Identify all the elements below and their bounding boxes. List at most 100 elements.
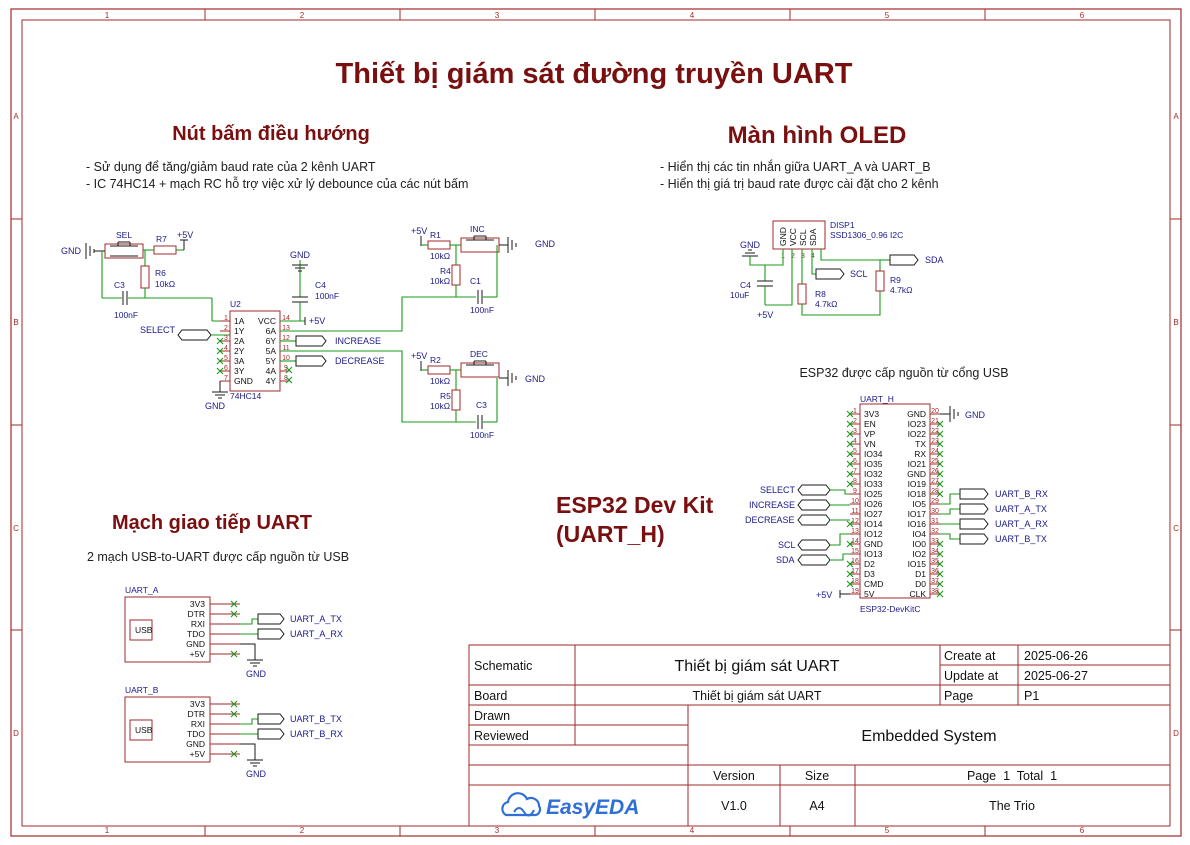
net-select-btn: SELECT	[140, 325, 176, 335]
u2-pin-name: 3A	[234, 356, 245, 366]
resistor-r8	[797, 283, 807, 305]
esp-pin-number: 5	[853, 448, 857, 455]
ruler-col-top: 5	[885, 11, 890, 20]
esp-pin-name: IO33	[864, 479, 883, 489]
net-sda-oled: SDA	[925, 255, 944, 265]
uart-pin-name: +5V	[190, 749, 206, 759]
button-circuit: GND SEL R7 +5V R6 10kΩ C3 100nF	[61, 224, 556, 440]
esp-pin-number: 32	[931, 528, 939, 535]
main-title: Thiết bị giám sát đường truyền UART	[336, 58, 853, 90]
ref-esp: UART_H	[860, 394, 894, 404]
ruler-col-bottom: 6	[1080, 826, 1085, 835]
esp-pin-number: 21	[931, 418, 939, 425]
u2-pin-name: 6A	[266, 326, 277, 336]
tb-company: Embedded System	[861, 728, 996, 745]
resistor-r7	[153, 245, 177, 255]
esp-pin-number: 20	[931, 408, 939, 415]
gnd-symbol-sel	[85, 243, 105, 259]
esp-pin-number: 33	[931, 538, 939, 545]
tb-version-value: V1.0	[721, 799, 747, 813]
ruler-row-left: A	[13, 112, 19, 121]
ref-uart-a: UART_A	[125, 585, 159, 595]
tb-board-label: Board	[474, 689, 507, 703]
u2-pin-name: VCC	[258, 316, 276, 326]
note-esp32: ESP32 được cấp nguồn từ cổng USB	[799, 366, 1008, 380]
esp-pin-name: IO15	[908, 559, 927, 569]
chip-uart-a: USB	[135, 625, 153, 635]
esp-pin-name: IO5	[912, 499, 926, 509]
disp-pin-number: 4	[811, 253, 815, 260]
net-select-esp: SELECT	[760, 485, 796, 495]
esp-pin-name: IO26	[864, 499, 883, 509]
net-decrease: DECREASE	[335, 356, 385, 366]
tb-reviewed-label: Reviewed	[474, 729, 529, 743]
esp-pin-name: IO21	[908, 459, 927, 469]
section-title-oled: Màn hình OLED	[728, 122, 907, 149]
section-title-uart: Mạch giao tiếp UART	[112, 512, 312, 534]
note-buttons-1: - Sử dụng để tăng/giảm baud rate của 2 k…	[86, 160, 376, 174]
value-r8: 4.7kΩ	[815, 299, 837, 309]
u2-pin-number: 8	[284, 375, 288, 382]
ref-inc: INC	[470, 224, 485, 234]
disp-pin-name: SDA	[808, 228, 818, 246]
tb-update-label: Update at	[944, 669, 999, 683]
esp-pin-name: D3	[864, 569, 875, 579]
esp-pin-number: 34	[931, 548, 939, 555]
value-r6: 10kΩ	[155, 279, 175, 289]
ref-disp: DISP1	[830, 220, 855, 230]
u2-pin-name: 4Y	[266, 376, 277, 386]
esp-pin-number: 28	[931, 488, 939, 495]
esp-pin-name: IO19	[908, 479, 927, 489]
esp-pin-name: VP	[864, 429, 876, 439]
tb-size-label: Size	[805, 769, 829, 783]
u2-pin-number: 4	[224, 345, 228, 352]
tb-page-label: Page	[944, 689, 973, 703]
esp-pin-number: 10	[851, 498, 859, 505]
value-c1: 100nF	[470, 305, 494, 315]
esp-pin-name: 5V	[864, 589, 875, 599]
u2-pin-number: 11	[282, 345, 289, 352]
u2-pin-name: 1Y	[234, 326, 245, 336]
value-c4a: 100nF	[315, 291, 339, 301]
switch-inc	[460, 235, 500, 253]
esp-pin-name: TX	[915, 439, 926, 449]
esp-pin-name: IO34	[864, 449, 883, 459]
note-oled-2: - Hiển thị giá trị baud rate được cài đặ…	[660, 177, 939, 191]
net-gnd-sel: GND	[61, 246, 82, 256]
net-scl-esp: SCL	[778, 540, 796, 550]
esp-pin-number: 27	[931, 478, 939, 485]
esp-pin-number: 24	[931, 448, 939, 455]
ref-r6: R6	[155, 268, 166, 278]
esp-pin-name: GND	[907, 469, 926, 479]
esp-pin-number: 6	[853, 458, 857, 465]
esp-pin-number: 19	[851, 588, 859, 595]
net-gnd-uart-a: GND	[246, 669, 267, 679]
esp-pin-name: IO35	[864, 459, 883, 469]
ref-r4: R4	[440, 266, 451, 276]
net-uart-b-rx-esp: UART_B_RX	[995, 489, 1048, 499]
tb-schematic-value: Thiết bị giám sát UART	[674, 658, 839, 675]
esp-pin-name: EN	[864, 419, 876, 429]
esp-pin-number: 23	[931, 438, 939, 445]
ref-c4a: C4	[315, 280, 326, 290]
ruler-col-bottom: 5	[885, 826, 890, 835]
esp-pin-number: 22	[931, 428, 939, 435]
uart-pin-name: 3V3	[190, 599, 205, 609]
esp-pin-name: GND	[907, 409, 926, 419]
ref-r9: R9	[890, 275, 901, 285]
esp-pin-name: IO2	[912, 549, 926, 559]
disp-pin-name: VCC	[788, 228, 798, 246]
esp-pin-number: 8	[853, 478, 857, 485]
tb-create-value: 2025-06-26	[1024, 649, 1088, 663]
ref-r5: R5	[440, 391, 451, 401]
ref-c4b: C4	[740, 280, 751, 290]
esp-pin-number: 11	[851, 508, 858, 515]
value-u2: 74HC14	[230, 391, 261, 401]
ruler-col-top: 2	[300, 11, 305, 20]
net-uart-a-rx: UART_A_RX	[290, 629, 343, 639]
net-uart-a-rx-esp: UART_A_RX	[995, 519, 1048, 529]
u2-pin-number: 12	[282, 335, 290, 342]
uart-pin-name: TDO	[187, 629, 205, 639]
